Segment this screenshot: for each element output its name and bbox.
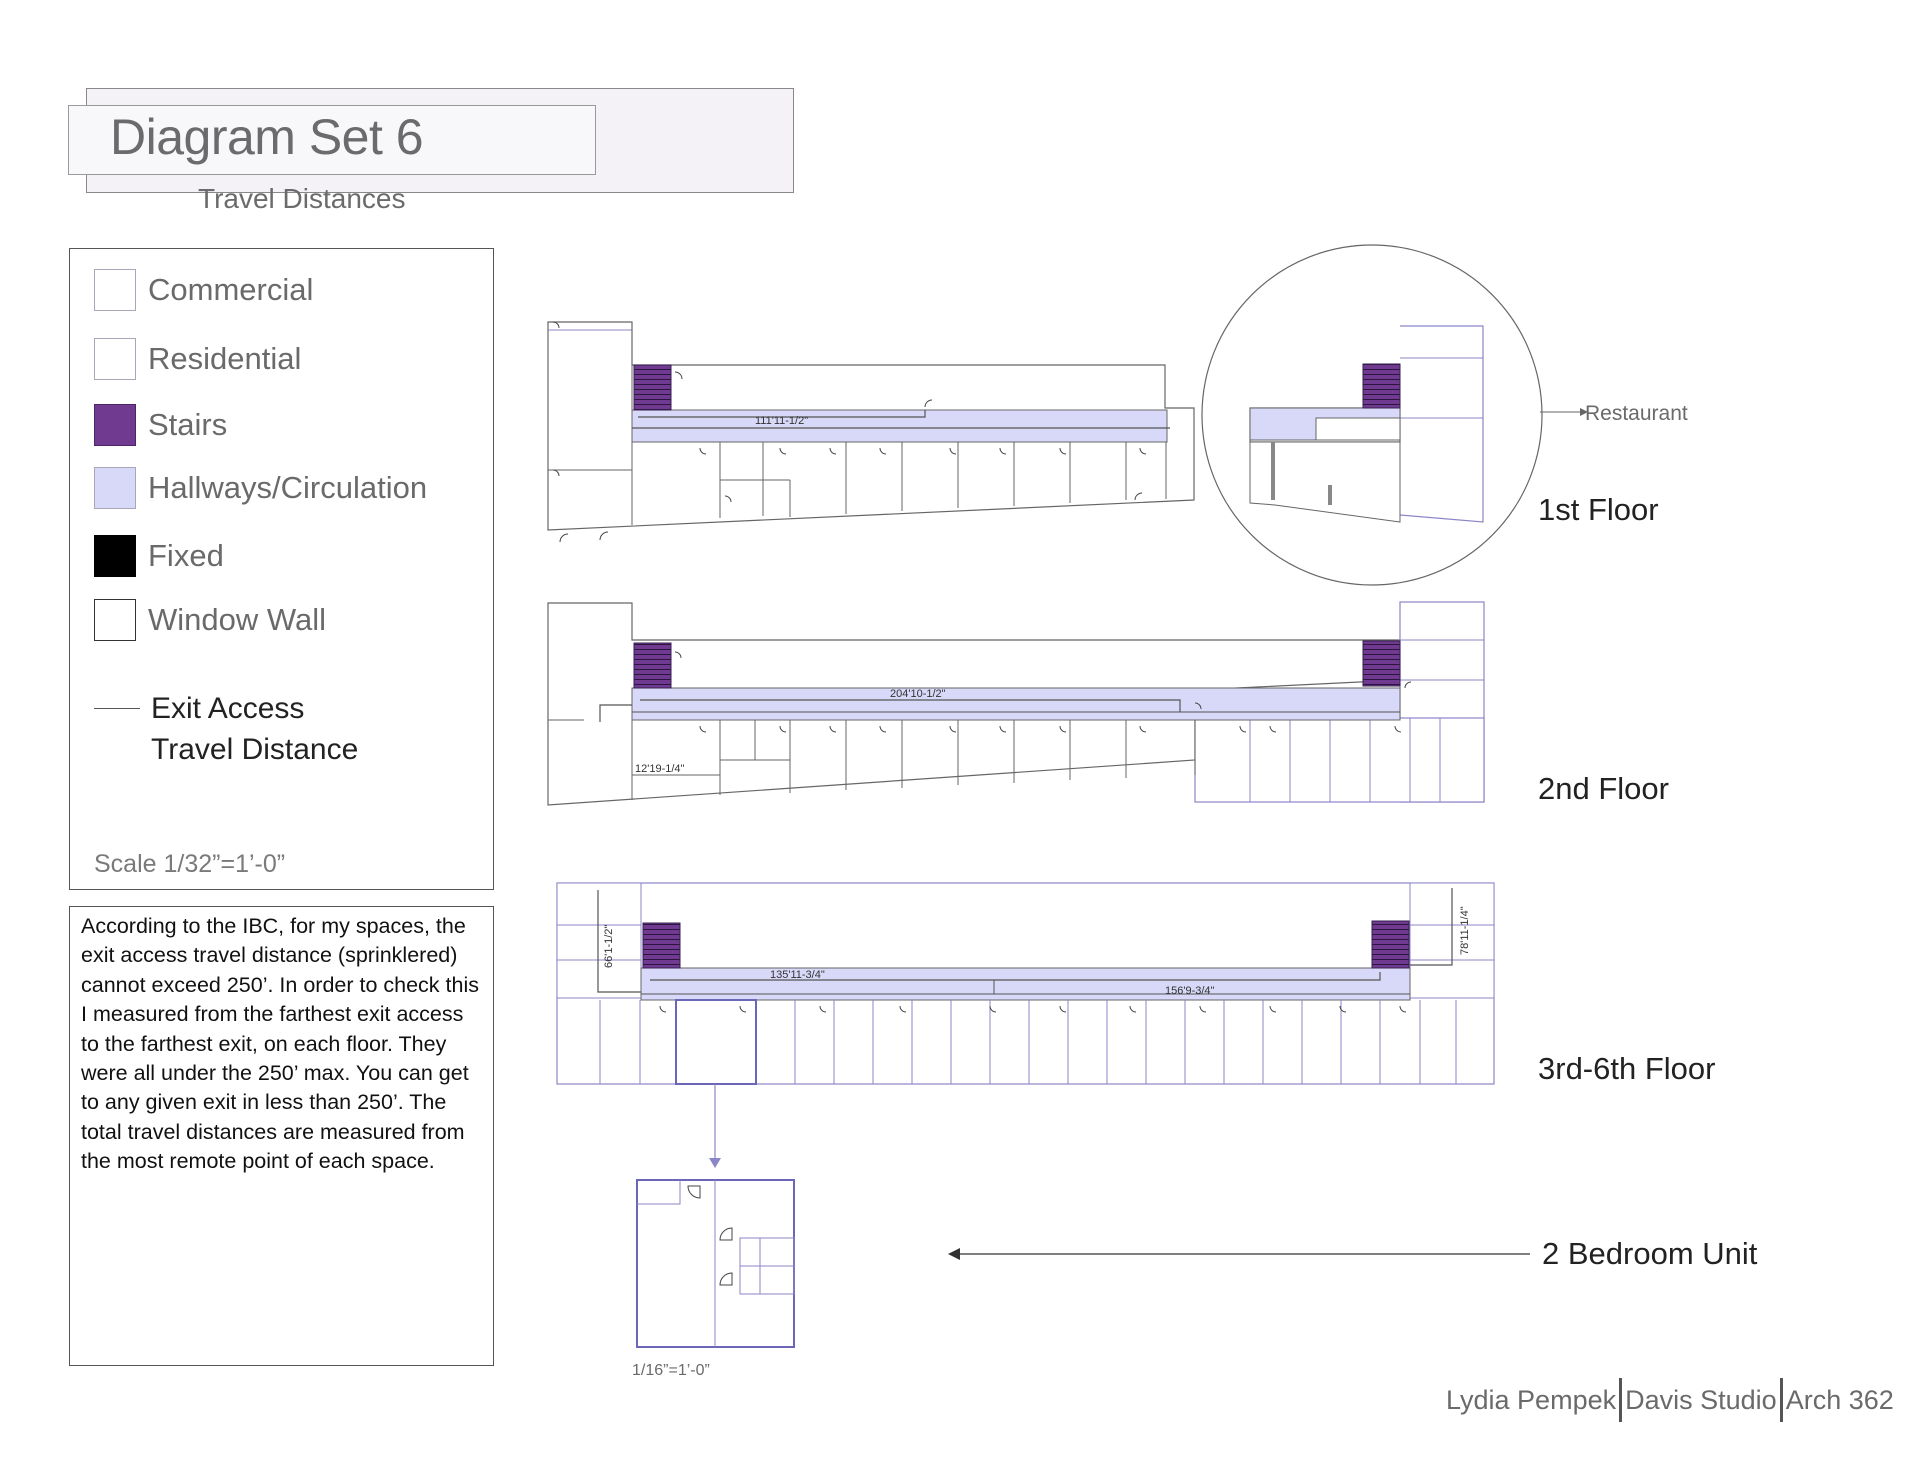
legend-label: Residential (148, 341, 302, 376)
floor-label-unit: 2 Bedroom Unit (1542, 1236, 1758, 1271)
exit-access-line2: Travel Distance (151, 733, 359, 766)
hallway-swatch (94, 467, 136, 509)
f3-right-hall-dim: 156'9-3/4" (1165, 985, 1215, 997)
credit-course: Arch 362 (1785, 1384, 1894, 1415)
f3-left-vert-dim: 66'1-1/2" (603, 925, 615, 968)
credit-line: Lydia Pempek Davis Studio Arch 362 (1446, 1378, 1894, 1422)
fixed-swatch (94, 535, 136, 577)
third-sixth-floor-plan: 135'11-3/4" 156'9-3/4" 66'1-1/2" 78'11-1… (556, 882, 1495, 1168)
residential-swatch (94, 338, 136, 380)
unit-scale: 1/16”=1’-0” (632, 1362, 710, 1379)
page-title: Diagram Set 6 (110, 109, 424, 165)
legend-item-residential: Residential (94, 337, 301, 381)
second-floor-plan: 204'10-1/2" 12'19-1/4" (547, 601, 1485, 806)
two-bedroom-unit-plan (636, 1179, 1530, 1348)
page-subtitle: Travel Distances (198, 183, 406, 214)
credit-name: Lydia Pempek (1446, 1384, 1617, 1415)
stairs-swatch (94, 404, 136, 446)
legend-label: Fixed (148, 538, 224, 573)
f2-hall-dim: 204'10-1/2" (890, 688, 946, 700)
window-wall-swatch (94, 599, 136, 641)
f3-right-vert-dim: 78'11-1/4" (1459, 906, 1471, 955)
floor-label-1st: 1st Floor (1538, 492, 1659, 527)
legend-item-commercial: Commercial (94, 268, 313, 312)
legend-box (69, 248, 494, 890)
exit-access-label: Exit Access Travel Distance (151, 688, 358, 770)
legend-scale: Scale 1/32”=1’-0” (94, 850, 286, 878)
credit-separator (1619, 1378, 1623, 1422)
restaurant-detail (1201, 244, 1588, 586)
legend-label: Window Wall (148, 602, 326, 637)
f1-hall-dim: 111'11-1/2" (755, 415, 808, 427)
f2-side-dim: 12'19-1/4" (635, 763, 685, 775)
legend-item-stairs: Stairs (94, 403, 227, 447)
exit-access-line1: Exit Access (151, 692, 305, 725)
exit-access-line-swatch (94, 708, 140, 709)
legend-label: Stairs (148, 407, 228, 442)
first-floor-plan: 111'11-1/2" (547, 321, 1195, 543)
legend-item-fixed: Fixed (94, 534, 224, 578)
floor-label-3rd-6th: 3rd-6th Floor (1538, 1051, 1716, 1086)
credit-separator (1779, 1378, 1783, 1422)
title-frame-inner (68, 105, 596, 175)
credit-studio: Davis Studio (1625, 1384, 1777, 1415)
floor-label-2nd: 2nd Floor (1538, 771, 1669, 806)
legend-label: Hallways/Circulation (148, 470, 428, 505)
legend-item-window-wall: Window Wall (94, 598, 326, 642)
note-box (69, 906, 494, 1366)
legend-item-hallways: Hallways/Circulation (94, 466, 427, 510)
f3-left-hall-dim: 135'11-3/4" (770, 969, 825, 981)
commercial-swatch (94, 269, 136, 311)
restaurant-label: Restaurant (1585, 402, 1688, 425)
legend-label: Commercial (148, 272, 314, 307)
note-text: According to the IBC, for my spaces, the… (81, 914, 479, 1174)
